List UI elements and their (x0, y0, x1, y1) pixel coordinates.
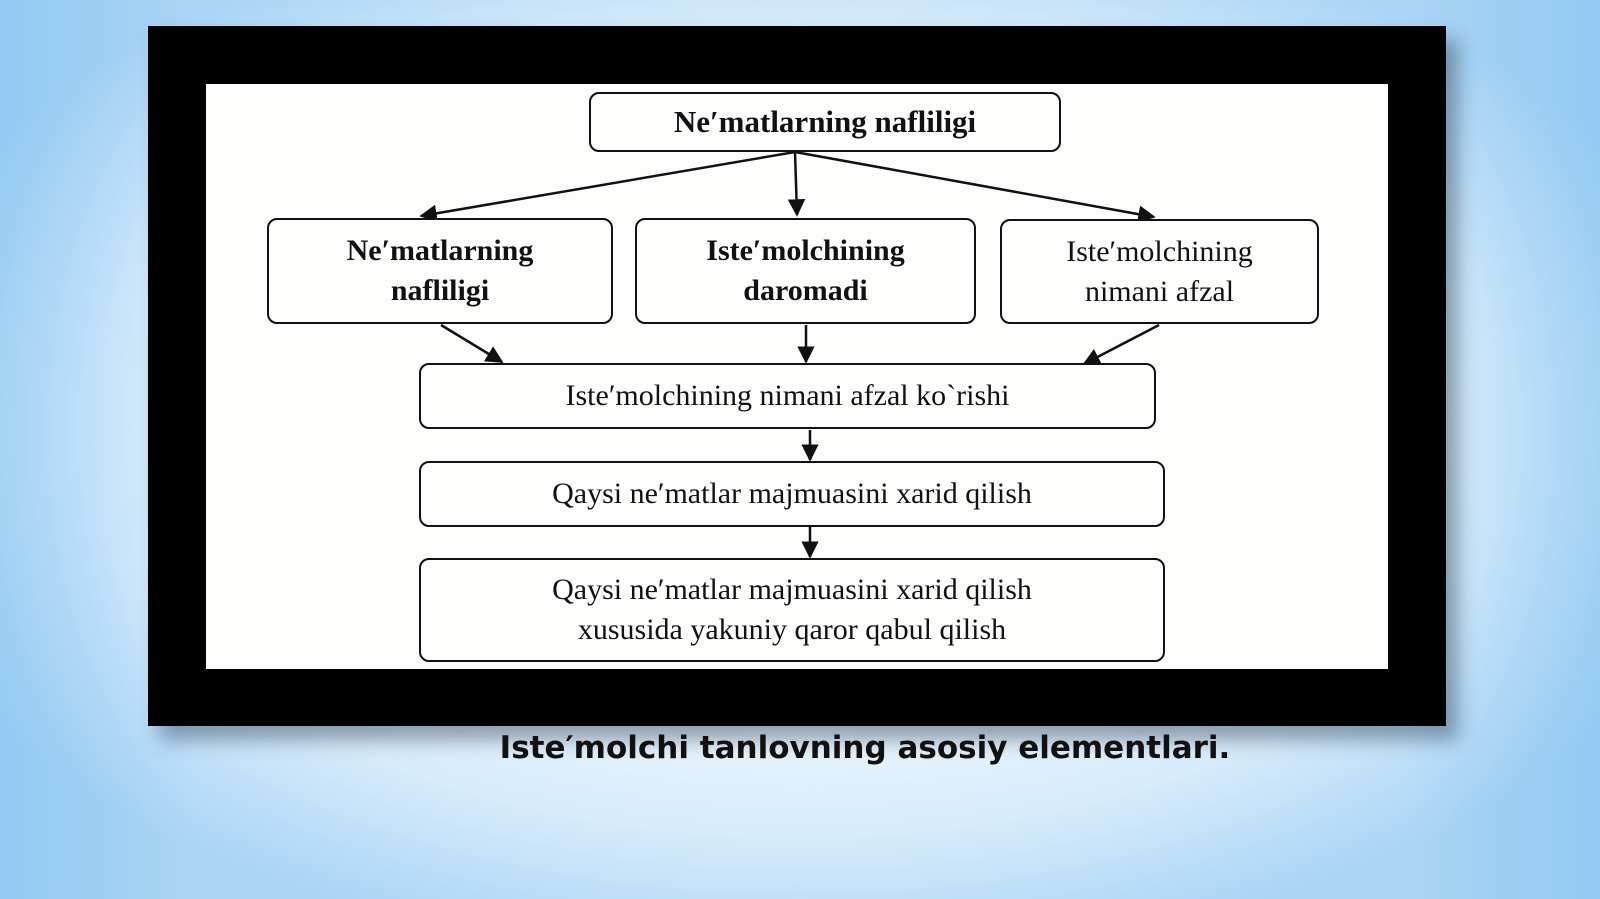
decision-box: Qaysi ne′matlar majmuasini xarid qilish … (419, 558, 1165, 662)
preference-box: Iste′molchining nimani afzal ko`rishi (419, 363, 1156, 429)
top-box: Ne′matlarning nafliligi (589, 92, 1061, 152)
purchase-box: Qaysi ne′matlar majmuasini xarid qilish (419, 461, 1165, 527)
center-box: Iste′molchining daromadi (635, 218, 976, 324)
caption: Iste′molchi tanlovning asosiy elementlar… (499, 730, 1231, 766)
right-box: Iste′molchining nimani afzal (1000, 219, 1319, 324)
left-box: Ne′matlarning nafliligi (267, 218, 613, 324)
